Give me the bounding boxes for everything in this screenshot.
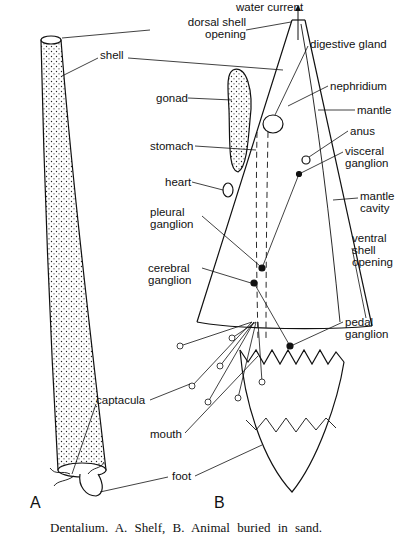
anus bbox=[302, 156, 310, 164]
part-label: stomach bbox=[150, 140, 193, 152]
part-label: captacula bbox=[96, 394, 145, 406]
captacula-b bbox=[177, 322, 265, 405]
part-label: foot bbox=[172, 470, 191, 482]
foot-frill-2 bbox=[246, 418, 336, 432]
part-label: water current bbox=[236, 1, 303, 13]
figure-caption: Dentalium. A. Shelf, B. Animal buried in… bbox=[6, 520, 406, 535]
nerve-cords bbox=[254, 174, 299, 346]
stomach-tube bbox=[256, 132, 268, 340]
part-label: mantle cavity bbox=[360, 190, 410, 214]
part-label: visceral ganglion bbox=[345, 145, 405, 169]
part-label: pedal ganglion bbox=[345, 316, 403, 340]
part-label: cerebral ganglion bbox=[148, 262, 204, 286]
part-label: shell bbox=[100, 49, 124, 61]
part-label: mantle bbox=[357, 104, 392, 116]
dorsal-opening bbox=[41, 36, 61, 44]
part-label: mouth bbox=[150, 428, 182, 440]
panel-letter: B bbox=[214, 494, 225, 512]
heart bbox=[223, 183, 233, 197]
part-label: gonad bbox=[156, 92, 188, 104]
foot-a bbox=[80, 474, 103, 496]
captacula-a bbox=[50, 462, 104, 486]
part-label: dorsal shell opening bbox=[150, 16, 246, 40]
shell-b bbox=[197, 20, 372, 326]
part-label: anus bbox=[350, 125, 375, 137]
shell-a bbox=[41, 36, 106, 496]
leader-lines bbox=[62, 8, 366, 492]
part-label: nephridium bbox=[330, 80, 387, 92]
gonad bbox=[228, 69, 251, 172]
part-label: heart bbox=[165, 176, 191, 188]
part-label: ventral shell opening bbox=[352, 232, 407, 268]
foot-b bbox=[240, 350, 344, 492]
digestive-gland bbox=[263, 115, 283, 133]
foot-frill bbox=[240, 350, 344, 364]
part-label: pleural ganglion bbox=[150, 206, 205, 230]
part-label: digestive gland bbox=[310, 38, 387, 50]
panel-letter: A bbox=[30, 494, 41, 512]
mantle-line bbox=[301, 24, 340, 322]
